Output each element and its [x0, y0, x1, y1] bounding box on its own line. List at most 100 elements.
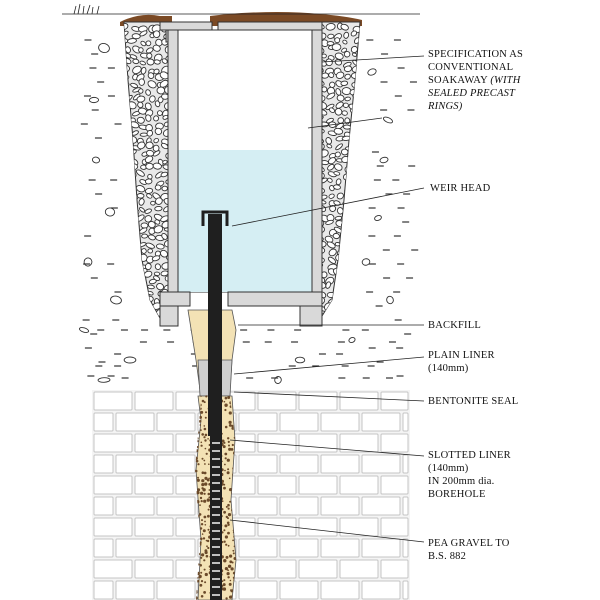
- gravel-particle: [227, 503, 230, 507]
- gravel-particle: [228, 444, 230, 447]
- stone: [136, 116, 145, 124]
- stone: [341, 110, 348, 116]
- label-slotted-liner-line2: (140mm): [428, 463, 469, 474]
- precast-ring-left: [167, 29, 179, 293]
- gravel-particle: [221, 580, 224, 583]
- gravel-particle: [223, 529, 226, 532]
- rock-block: [156, 580, 196, 600]
- stone: [147, 248, 154, 254]
- gravel-particle: [204, 447, 207, 450]
- liner-slot: [212, 466, 220, 468]
- gravel-particle: [221, 500, 224, 503]
- gravel-particle: [205, 452, 208, 455]
- stone: [327, 157, 337, 165]
- gravel-particle: [203, 499, 207, 503]
- gravel-particle: [224, 524, 228, 528]
- stone: [329, 205, 337, 212]
- gravel-particle: [231, 443, 234, 447]
- gravel-particle: [204, 463, 206, 465]
- liner-slot: [212, 570, 220, 572]
- rock-block: [361, 538, 401, 558]
- gravel-particle: [228, 447, 232, 451]
- gravel-particle: [227, 544, 230, 547]
- soil-pebble: [374, 215, 382, 221]
- rock-block: [402, 496, 409, 516]
- gravel-particle: [204, 581, 207, 584]
- gravel-particle: [206, 539, 210, 543]
- stone: [352, 52, 358, 57]
- gravel-particle: [224, 396, 228, 400]
- rock-block: [361, 496, 401, 516]
- label-slotted-liner-line4: BOREHOLE: [428, 489, 486, 500]
- gravel-particle: [197, 488, 201, 492]
- rock-block: [320, 496, 360, 516]
- gravel-particle: [225, 555, 229, 559]
- rock-block: [279, 580, 319, 600]
- gravel-particle: [232, 552, 235, 555]
- stone: [138, 78, 145, 86]
- rock-block: [380, 517, 409, 537]
- gravel-particle: [197, 463, 200, 466]
- gravel-particle: [195, 469, 198, 473]
- rock-block: [257, 475, 297, 495]
- rock-block: [238, 496, 278, 516]
- precast-ring-right: [311, 29, 323, 293]
- stone: [325, 23, 336, 31]
- stone: [334, 242, 341, 247]
- stone: [344, 73, 351, 80]
- gravel-particle: [203, 427, 207, 431]
- rock-block: [380, 433, 409, 453]
- gravel-particle: [206, 478, 210, 482]
- gravel-particle: [227, 531, 230, 535]
- stone: [336, 94, 345, 102]
- gravel-particle: [223, 483, 226, 486]
- soil-pebble: [104, 207, 116, 217]
- gravel-particle: [205, 395, 208, 398]
- stone: [334, 151, 341, 158]
- stone: [344, 96, 351, 102]
- label-spec-line3-b: (WITH: [490, 75, 521, 86]
- stone: [342, 124, 352, 130]
- gravel-particle: [196, 446, 199, 448]
- stone: [153, 225, 164, 234]
- gravel-particle: [229, 488, 233, 492]
- gravel-particle: [222, 587, 227, 591]
- rock-block: [238, 580, 278, 600]
- gravel-particle: [227, 396, 231, 399]
- rock-block: [93, 475, 133, 495]
- soil-pebble: [348, 336, 356, 344]
- gravel-particle: [203, 568, 206, 571]
- gravel-particle: [205, 411, 207, 414]
- stone: [328, 72, 335, 78]
- stone: [328, 248, 337, 257]
- stone: [145, 40, 152, 47]
- gravel-particle: [208, 463, 210, 466]
- rock-block: [380, 559, 409, 579]
- stone: [144, 262, 152, 271]
- rock-block: [115, 496, 155, 516]
- rock-block: [402, 454, 409, 474]
- soil-pebble: [379, 156, 389, 164]
- rock-block: [115, 412, 155, 432]
- gravel-particle: [202, 529, 206, 533]
- liner-slot: [212, 490, 220, 492]
- stone: [325, 137, 332, 145]
- gravel-particle: [224, 469, 226, 472]
- stone: [132, 58, 140, 65]
- stone: [350, 45, 358, 54]
- stone: [325, 281, 332, 289]
- stone: [335, 71, 345, 79]
- stone: [334, 108, 343, 116]
- gravel-particle: [231, 424, 234, 428]
- stone: [327, 177, 333, 183]
- gravel-particle: [201, 457, 204, 460]
- gravel-particle: [225, 505, 228, 508]
- rock-block: [115, 454, 155, 474]
- liner-slot: [212, 442, 220, 444]
- liner-slot: [212, 498, 220, 500]
- rock-block: [93, 559, 133, 579]
- label-plain-liner-line2: (140mm): [428, 363, 469, 374]
- stone: [146, 129, 154, 137]
- gravel-particle: [233, 557, 236, 560]
- rock-block: [279, 496, 319, 516]
